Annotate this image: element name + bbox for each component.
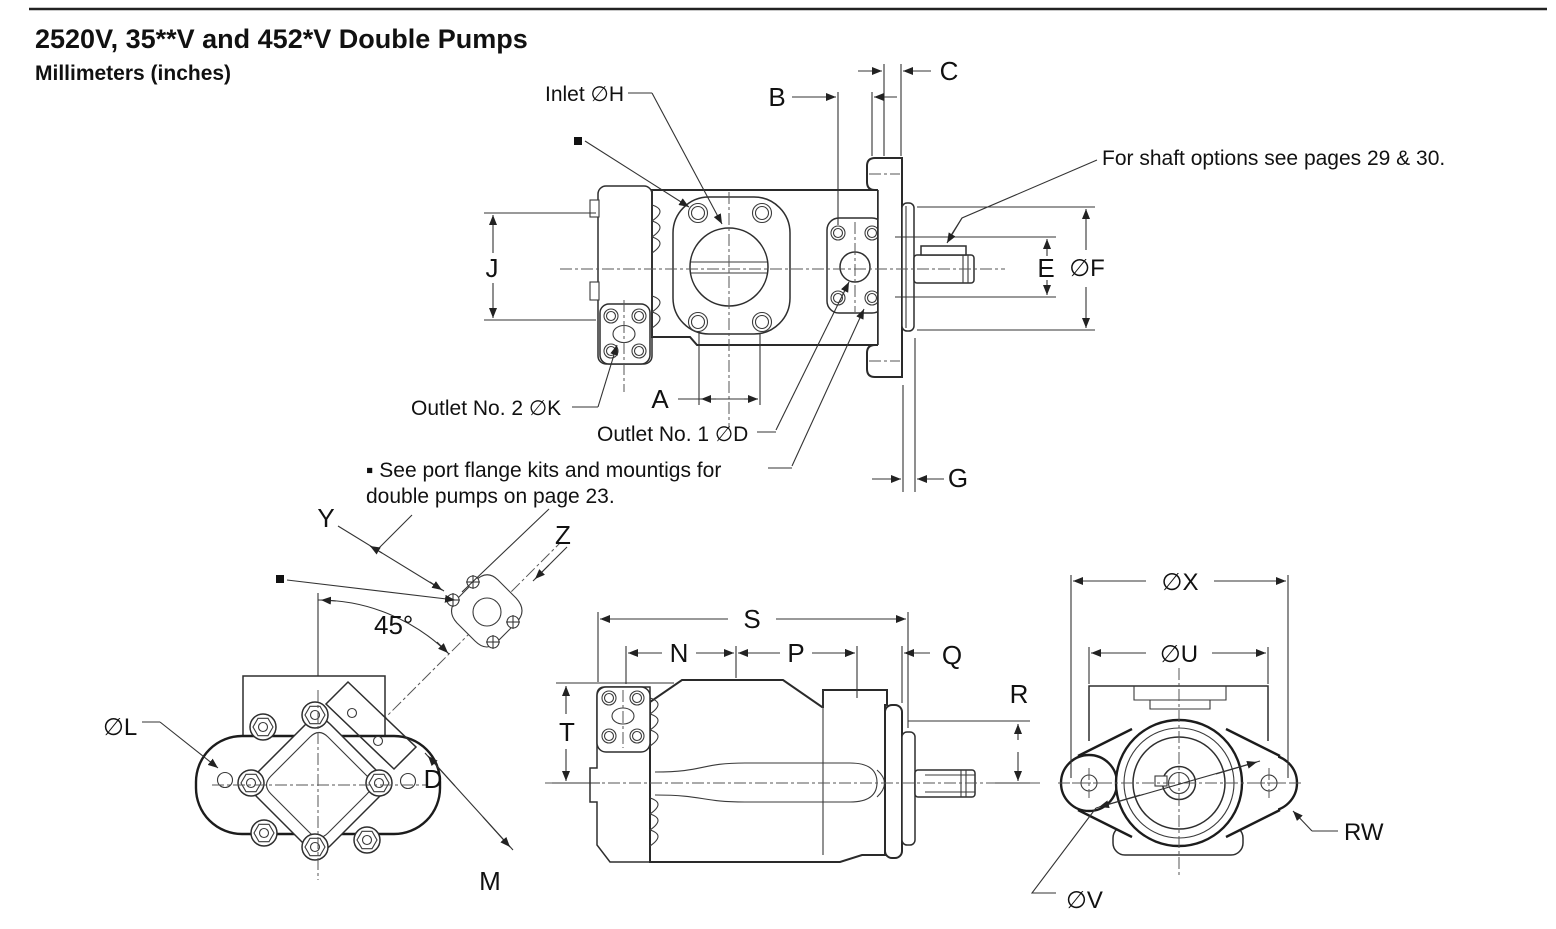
inlet-label: Inlet ∅H <box>545 83 624 106</box>
dim-e: E <box>895 236 1056 298</box>
hex-bolts <box>237 701 393 861</box>
dim-j-label: J <box>486 253 499 283</box>
dim-m-label: M <box>479 866 501 896</box>
dim-g-label: G <box>948 463 968 493</box>
shaft-key <box>920 245 967 256</box>
dim-x-label: ∅X <box>1162 569 1199 596</box>
dim-v: ∅V <box>1030 760 1261 914</box>
dim-e-label: E <box>1037 253 1054 283</box>
cover-tab-2 <box>589 281 600 301</box>
flange-note-line2: double pumps on page 23. <box>366 485 615 508</box>
dim-x: ∅X <box>1070 569 1289 778</box>
side-body <box>649 679 888 863</box>
dim-f: ∅F <box>917 206 1105 331</box>
dim-n-label: N <box>670 638 689 668</box>
dim-u-label: ∅U <box>1160 641 1198 668</box>
dim-z: Z <box>461 508 571 593</box>
dim-t: T <box>552 682 674 784</box>
dim-a-label: A <box>651 384 669 414</box>
dim-a: A <box>651 333 761 414</box>
flange-note-line1: ▪ See port flange kits and mountigs for <box>366 459 721 482</box>
outlet2-label: Outlet No. 2 ∅K <box>411 397 561 420</box>
dim-45-label: 45° <box>374 610 413 640</box>
dim-f-label: ∅F <box>1069 255 1105 282</box>
dim-n: N <box>625 638 737 684</box>
note-marker-leader-2 <box>286 579 456 603</box>
dim-l-leader <box>159 721 219 769</box>
end-view: ∅X ∅U ∅V RW <box>1030 569 1384 914</box>
note-marker-icon-2 <box>276 575 284 583</box>
keyway <box>1154 775 1168 787</box>
top-view: C B J E ∅ <box>366 56 1445 508</box>
front-view: ∅L D M <box>103 675 514 896</box>
cartridge-detail-bottom <box>650 295 661 329</box>
dim-y-label: Y <box>317 503 334 533</box>
dim-d-label: D <box>424 764 443 794</box>
note-marker-leader <box>584 140 690 208</box>
dim-b: B <box>768 82 897 225</box>
page-subtitle: Millimeters (inches) <box>35 62 231 85</box>
header: 2520V, 35**V and 452*V Double Pumps Mill… <box>29 7 1547 85</box>
dim-g: G <box>872 338 968 493</box>
rotated-flange-port <box>472 597 502 627</box>
dim-b-label: B <box>768 82 785 112</box>
dim-q-label: Q <box>942 640 962 670</box>
mount-hole-right <box>399 772 417 790</box>
outlet1-leader <box>775 281 850 431</box>
dim-l-label: ∅L <box>103 714 137 741</box>
flange-note-leader <box>791 308 865 467</box>
shaft-note-leader <box>947 159 1098 241</box>
side-view: S N P Q T <box>545 604 1040 863</box>
side-port-bolts <box>601 690 645 744</box>
pump-body <box>651 189 879 346</box>
inlet-bolt-holes <box>687 202 773 333</box>
outlet2-leader <box>597 344 618 408</box>
dim-rw: RW <box>1292 810 1384 846</box>
dim-p-label: P <box>787 638 804 668</box>
dim-r: R <box>908 679 1030 784</box>
rotated-port-flange <box>450 574 523 648</box>
note-marker-icon <box>574 137 582 145</box>
dim-rw-label: RW <box>1344 819 1384 846</box>
adapter-plate <box>324 680 418 771</box>
dim-c: C <box>858 56 958 156</box>
page-title: 2520V, 35**V and 452*V Double Pumps <box>35 24 528 54</box>
dim-v-label: ∅V <box>1066 887 1103 914</box>
side-pilot-disc <box>901 731 916 846</box>
pilot-disc <box>901 202 915 332</box>
dim-t-label: T <box>559 717 575 747</box>
dim-c-label: C <box>940 56 959 86</box>
dim-m: M <box>424 752 514 896</box>
dim-q: Q <box>832 640 962 703</box>
dim-r-label: R <box>1010 679 1029 709</box>
dim-u: ∅U <box>1088 641 1269 684</box>
outlet1-label: Outlet No. 1 ∅D <box>597 423 748 446</box>
dim-y: Y <box>317 503 445 592</box>
inlet-leader <box>651 92 723 225</box>
dim-z-label: Z <box>555 520 571 550</box>
dim-s: S <box>597 604 909 728</box>
dim-s-label: S <box>743 604 760 634</box>
mount-hole-left <box>216 771 234 789</box>
dim-j: J <box>484 212 596 321</box>
cover-tab-1 <box>589 199 600 218</box>
side-mounting-flange <box>884 704 903 859</box>
rotated-flange-detail: Y Z 45° <box>276 503 571 778</box>
inlet-flange-face <box>672 196 791 335</box>
cartridge-detail-top <box>650 204 661 254</box>
shaft-note: For shaft options see pages 29 & 30. <box>1102 147 1445 170</box>
